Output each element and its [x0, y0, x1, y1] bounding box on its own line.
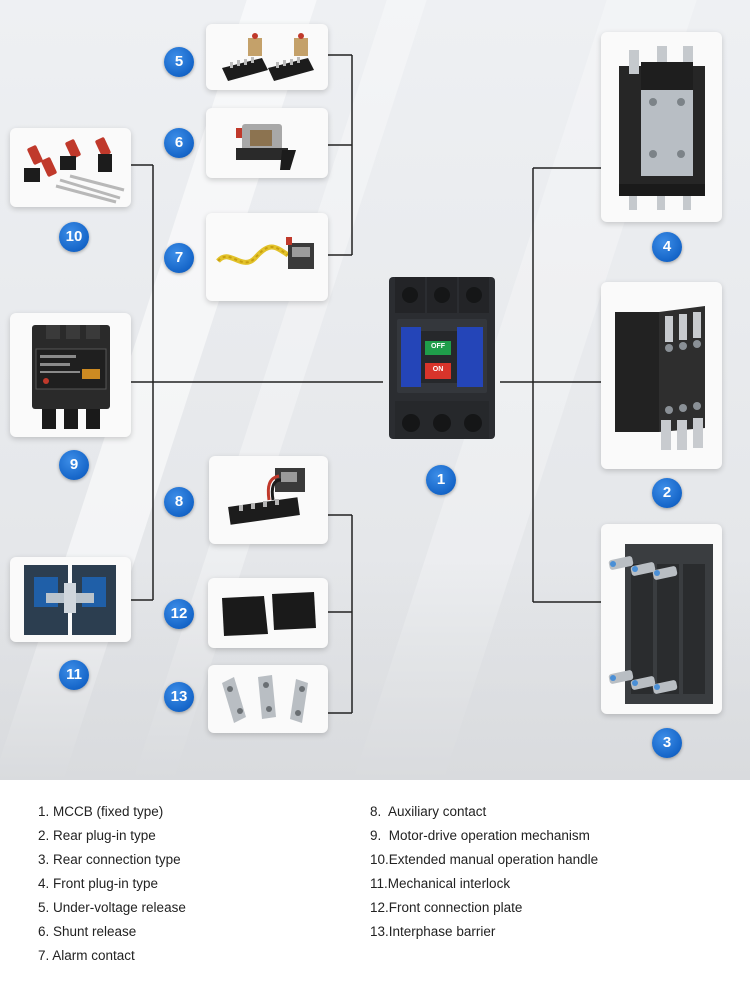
front-plugin-breaker-icon [619, 46, 705, 210]
extended-handle-icon [24, 137, 125, 204]
badge-9: 9 [59, 450, 89, 480]
product-card-mechanical-interlock [10, 557, 131, 642]
product-card-front-connection-plate [208, 578, 328, 648]
product-card-undervoltage-release [206, 24, 328, 90]
diagram-stage: OFF ON 5 6 7 10 9 11 8 12 13 1 4 2 3 [0, 0, 750, 780]
interphase-barrier-icon [222, 675, 308, 723]
auxiliary-contact-icon [228, 468, 305, 525]
legend-item: 6. Shunt release [38, 924, 137, 939]
off-button-label: OFF [431, 343, 445, 350]
badge-1: 1 [426, 465, 456, 495]
legend-item: 12.Front connection plate [370, 900, 523, 915]
legend-item: 7. Alarm contact [38, 948, 135, 963]
legend-item: 3. Rear connection type [38, 852, 181, 867]
undervoltage-release-icon [222, 33, 314, 81]
rear-connection-breaker-icon [608, 544, 713, 704]
alarm-contact-icon [216, 237, 314, 269]
product-card-interphase-barrier [208, 665, 328, 733]
legend-right-column: 8. Auxiliary contact 9. Motor-drive oper… [370, 804, 598, 948]
mccb-fixed-breaker: OFF ON [383, 271, 500, 444]
badge-5: 5 [164, 47, 194, 77]
legend-left-column: 1. MCCB (fixed type) 2. Rear plug-in typ… [38, 804, 186, 972]
legend-item: 1. MCCB (fixed type) [38, 804, 164, 819]
legend-item: 10.Extended manual operation handle [370, 852, 599, 867]
product-card-auxiliary-contact [209, 456, 328, 544]
connection-plate-icon [222, 592, 316, 636]
badge-12: 12 [164, 599, 194, 629]
legend-item: 4. Front plug-in type [38, 876, 159, 891]
badge-8: 8 [164, 487, 194, 517]
badge-10: 10 [59, 222, 89, 252]
mechanical-interlock-icon [24, 565, 116, 635]
product-card-motor-drive [10, 313, 131, 437]
legend-item: 8. Auxiliary contact [370, 804, 487, 819]
product-card-shunt-release [206, 108, 328, 178]
product-card-extended-handle [10, 128, 131, 207]
badge-13: 13 [164, 682, 194, 712]
on-button-label: ON [432, 366, 444, 373]
motor-drive-icon [32, 325, 110, 429]
legend-item: 5. Under-voltage release [38, 900, 186, 915]
badge-4: 4 [652, 232, 682, 262]
product-card-rear-plugin [601, 282, 722, 469]
legend-item: 9. Motor-drive operation mechanism [370, 828, 590, 843]
badge-11: 11 [59, 660, 89, 690]
rear-plugin-breaker-icon [615, 306, 705, 450]
badge-6: 6 [164, 128, 194, 158]
badge-7: 7 [164, 243, 194, 273]
connector-lines [131, 54, 601, 714]
mccb-breaker-icon [389, 277, 495, 439]
badge-2: 2 [652, 478, 682, 508]
legend-item: 11.Mechanical interlock [370, 876, 511, 891]
legend-item: 13.Interphase barrier [370, 924, 496, 939]
legend-item: 2. Rear plug-in type [38, 828, 156, 843]
product-card-alarm-contact [206, 213, 328, 301]
legend: 1. MCCB (fixed type) 2. Rear plug-in typ… [0, 780, 750, 1004]
badge-3: 3 [652, 728, 682, 758]
shunt-release-icon [236, 124, 296, 170]
product-card-rear-connection [601, 524, 722, 714]
product-card-front-plugin [601, 32, 722, 222]
